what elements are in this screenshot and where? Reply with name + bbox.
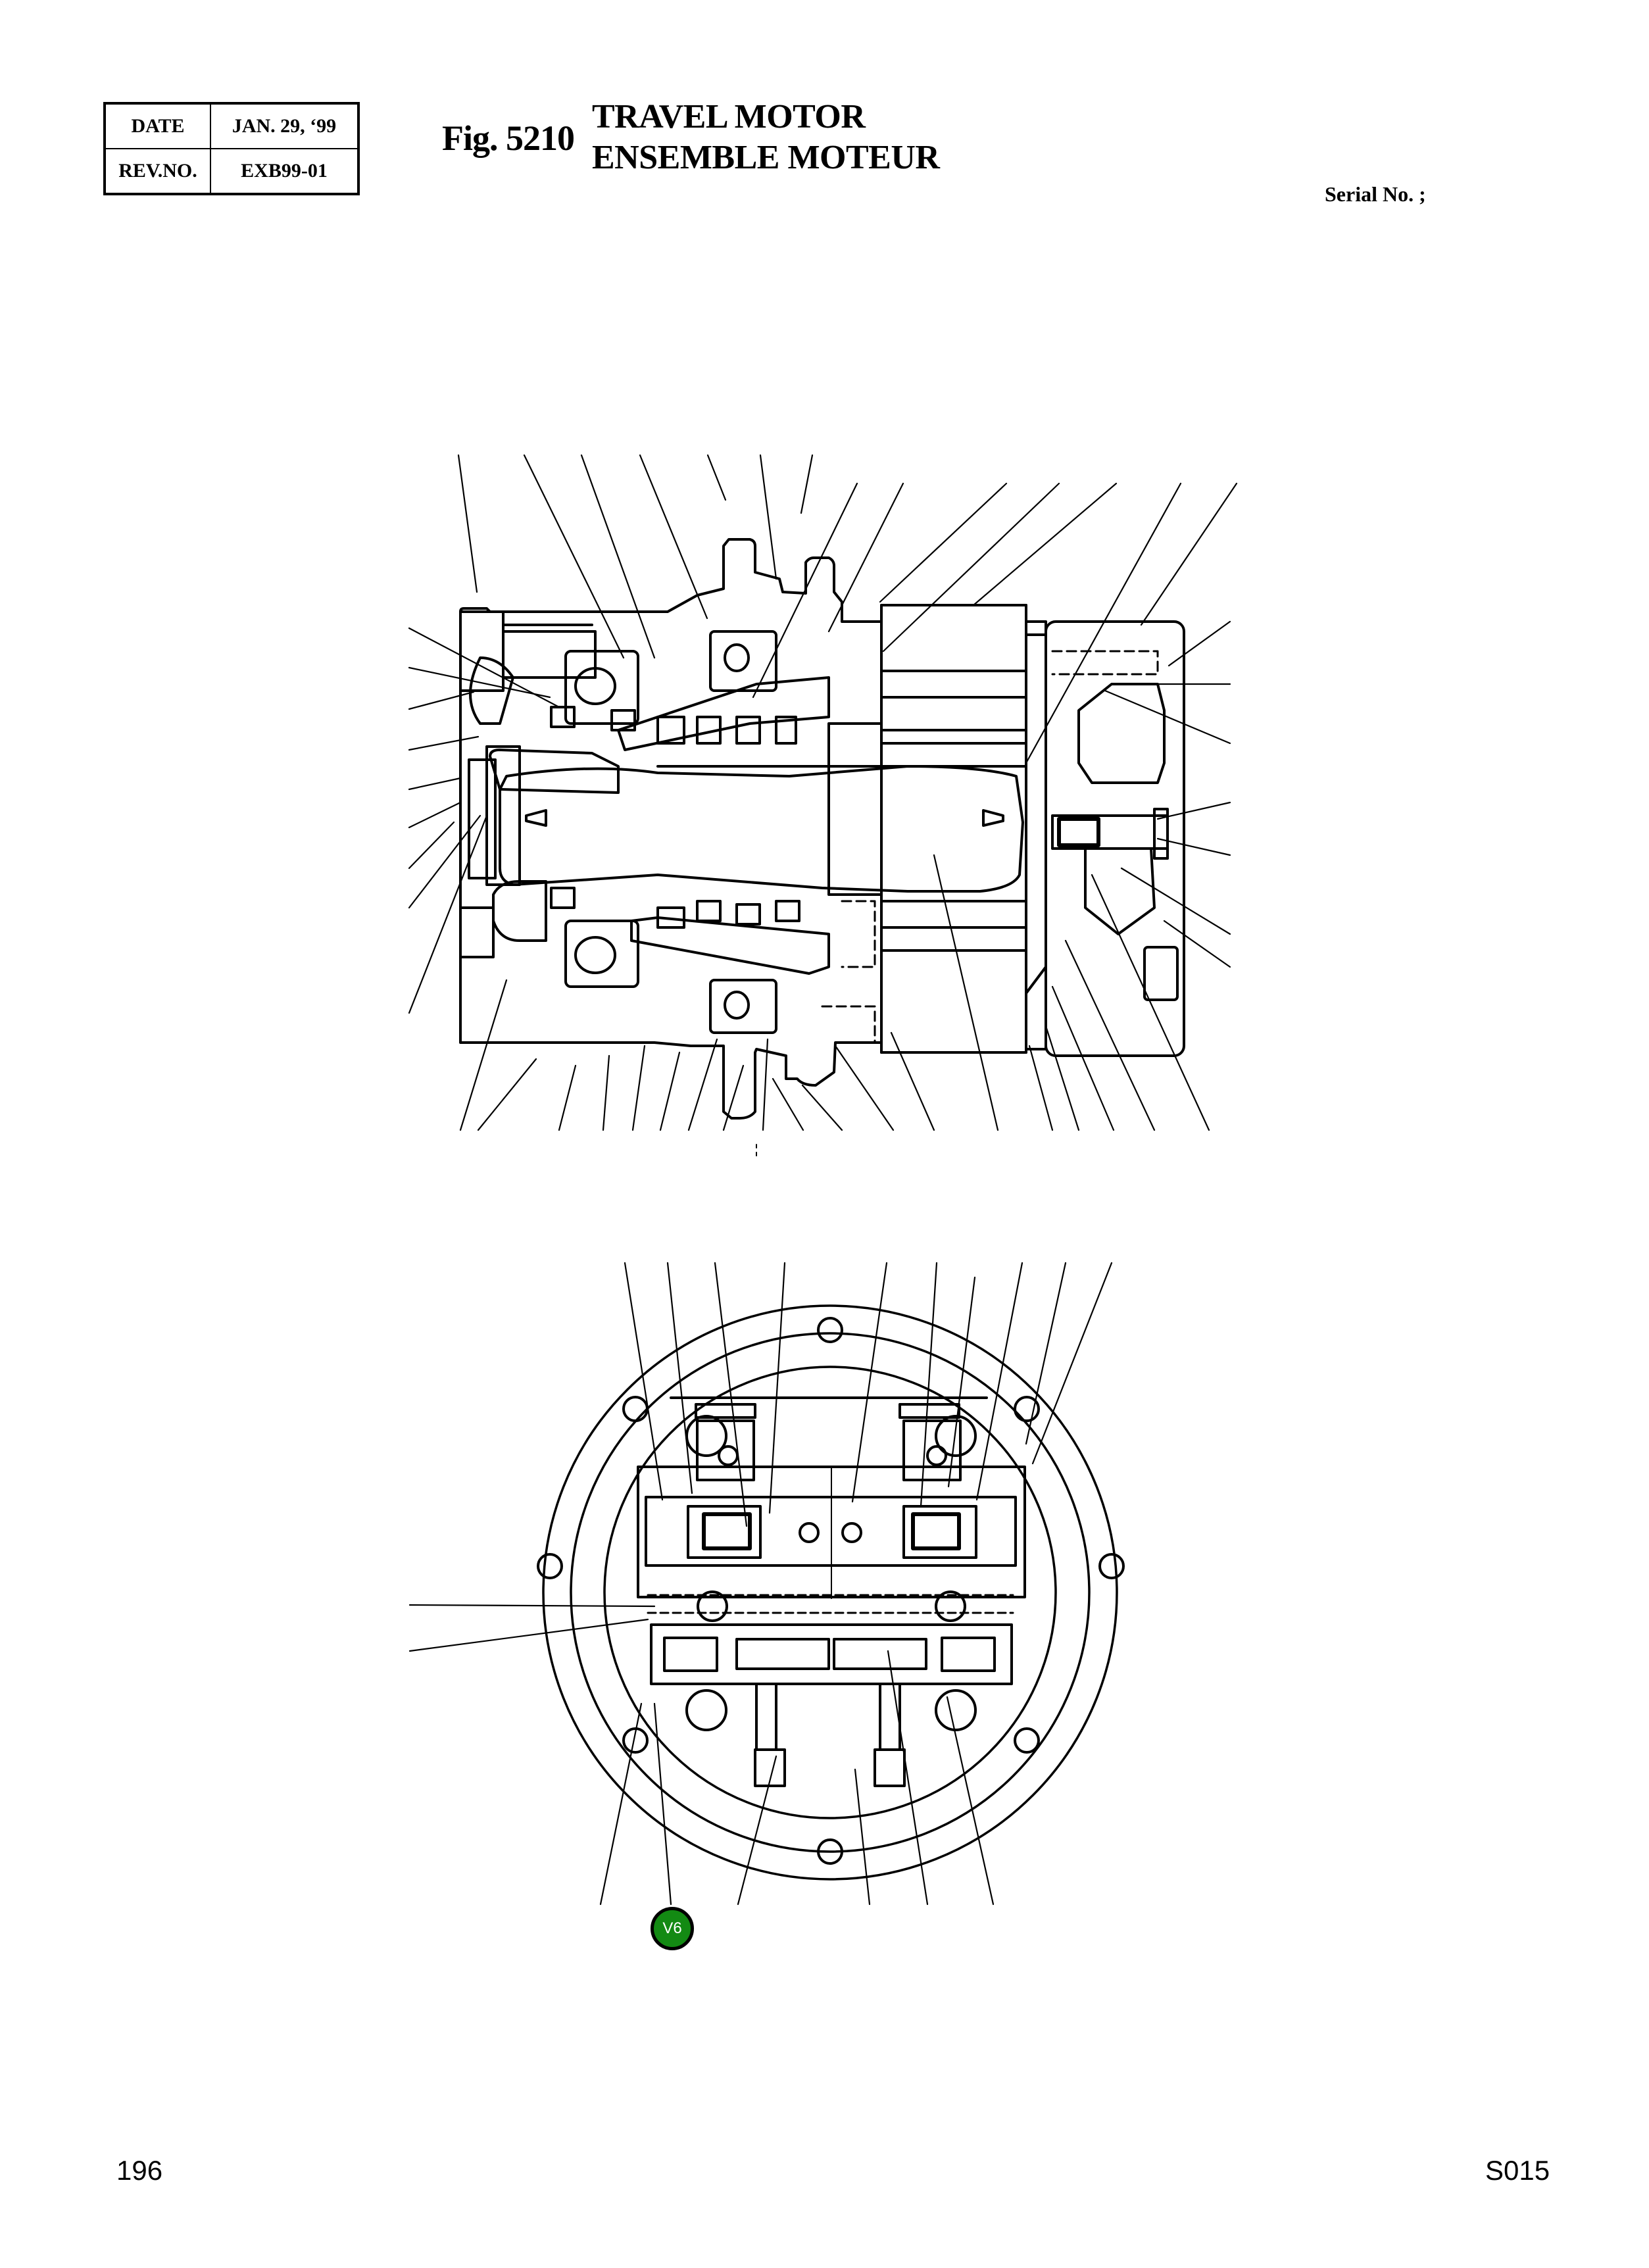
page-title-english: TRAVEL MOTOR (592, 98, 866, 136)
end-view-hidden-lines (647, 1594, 1014, 1614)
end-view-leader-lines (408, 1262, 1113, 1906)
serial-number-label: Serial No. ; (1325, 182, 1426, 206)
revision-row-revno: REV.NO. EXB99-01 (104, 148, 359, 195)
revision-row-date: DATE JAN. 29, ‘99 (104, 103, 359, 149)
bolt-holes (537, 1317, 1125, 1865)
revno-value: EXB99-01 (210, 148, 359, 195)
side-section-drawing (408, 454, 1238, 1156)
page-number: 196 (116, 2155, 163, 2186)
figure-number: Fig. 5210 (442, 118, 575, 158)
section-code: S015 (1485, 2155, 1550, 2186)
page-title-french: ENSEMBLE MOTEUR (592, 139, 940, 176)
flange (542, 1304, 1118, 1881)
end-view-drawing (408, 1262, 1125, 1906)
date-label: DATE (104, 103, 211, 149)
callout-v6[interactable]: V6 (651, 1907, 694, 1950)
callout-v6-label: V6 (662, 1919, 682, 1937)
date-value: JAN. 29, ‘99 (210, 103, 359, 149)
leader-lines-top (408, 454, 1238, 909)
hidden-lines (821, 650, 1159, 1044)
revno-label: REV.NO. (104, 148, 211, 195)
valve-block (637, 1396, 1026, 1787)
motor-housing (459, 538, 1185, 1120)
revision-table: DATE JAN. 29, ‘99 REV.NO. EXB99-01 (103, 102, 360, 195)
